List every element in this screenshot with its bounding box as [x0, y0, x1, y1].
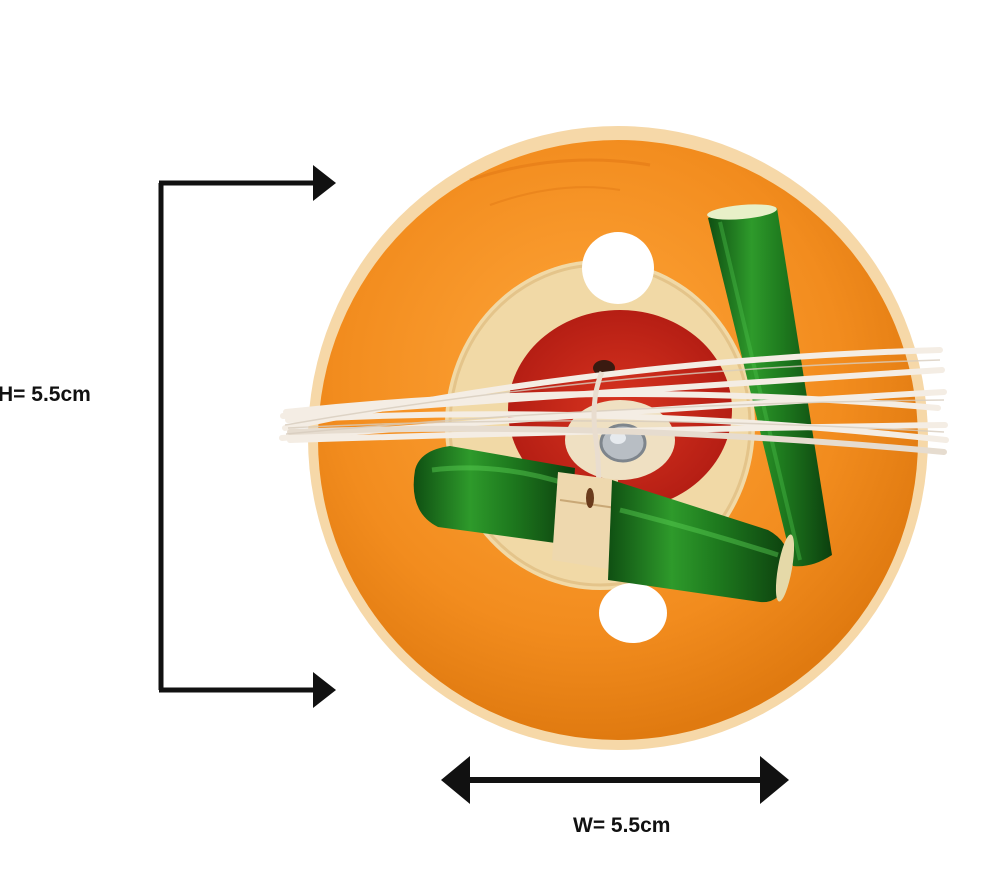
- handle-horizontal: [413, 446, 795, 603]
- width-dimension-arrow: [441, 756, 789, 804]
- width-dimension-label: W= 5.5cm: [573, 814, 671, 837]
- height-dimension-arrow: [158, 165, 336, 708]
- yoyo-hole-bottom: [599, 583, 667, 643]
- height-dimension-label: H= 5.5cm: [0, 383, 91, 406]
- yoyo-hole-top: [582, 232, 654, 304]
- handle-upright: [707, 204, 832, 567]
